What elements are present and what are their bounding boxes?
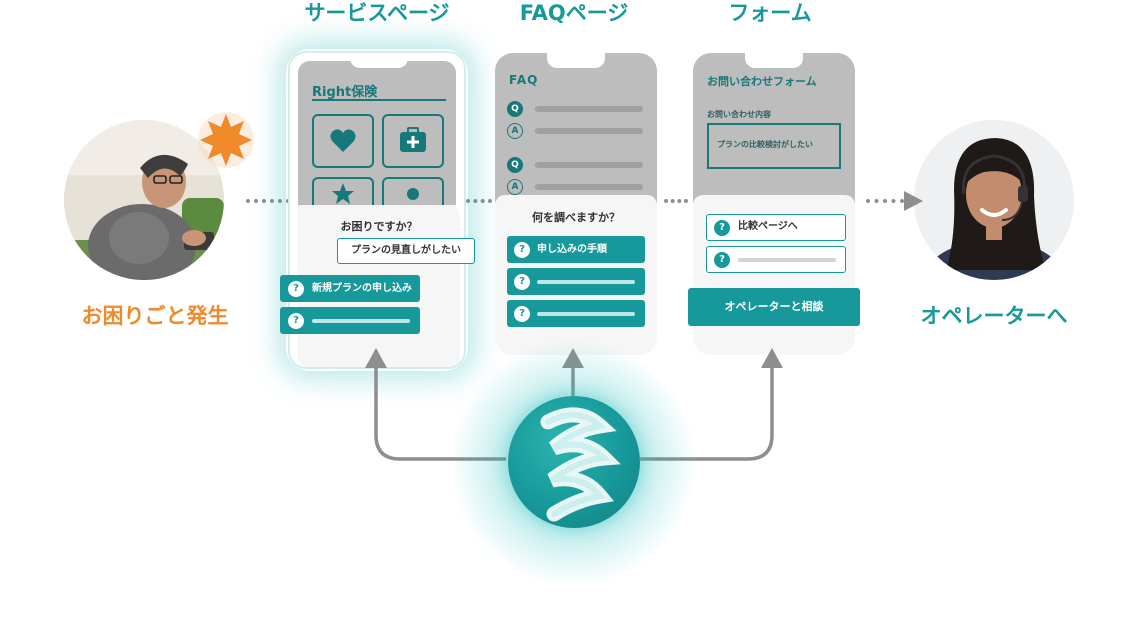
operator-avatar (914, 120, 1074, 280)
question-icon: ? (714, 219, 730, 236)
option-compare-page[interactable]: ? 比較ページへ (706, 214, 846, 241)
option-new-plan-label: 新規プランの申し込み (312, 283, 412, 294)
person-icon (407, 188, 419, 200)
operator-consult-button[interactable]: オペレーターと相談 (688, 288, 860, 326)
service-question: お困りですか？ (340, 220, 418, 233)
swirl-logo-icon (540, 407, 621, 522)
placeholder-bar (537, 312, 635, 316)
inquiry-textarea[interactable]: プランの比較検討がしたい (707, 123, 841, 169)
question-icon: ? (514, 273, 530, 290)
star-tile[interactable] (312, 177, 374, 207)
placeholder-bar (312, 319, 410, 323)
title-form: フォーム (728, 1, 812, 25)
connector-faq-to-form (664, 199, 688, 203)
faq-page-header: FAQ (509, 73, 539, 87)
person-tile[interactable] (382, 177, 444, 207)
star-icon (332, 183, 354, 204)
connector-customer-to-service (246, 199, 290, 203)
operator-label: オペレーターへ (920, 304, 1068, 328)
a-badge-icon: A (507, 179, 523, 195)
question-icon: ? (514, 241, 530, 258)
placeholder-bar (738, 258, 836, 262)
medical-tile[interactable] (382, 114, 444, 168)
option-placeholder[interactable]: ? (280, 307, 420, 334)
form-field-label: お問い合わせ内容 (707, 110, 771, 119)
question-icon: ? (288, 280, 304, 297)
placeholder-bar (537, 280, 635, 284)
faq-page-phone: FAQ Q A Q A 何を調べますか？ ? 申し込みの手順 ? ? (495, 53, 657, 355)
connector-form-to-operator (866, 199, 904, 203)
trouble-burst-icon (196, 110, 256, 170)
heart-tile[interactable] (312, 114, 374, 168)
arrow-to-operator-icon (902, 190, 924, 212)
option-new-plan[interactable]: ? 新規プランの申し込み (280, 275, 420, 302)
question-icon: ? (714, 251, 730, 268)
hub-logo (508, 396, 640, 528)
header-underline (312, 99, 446, 101)
trouble-label: お困りごと発生 (81, 304, 229, 328)
option-placeholder[interactable]: ? (507, 268, 645, 295)
faq-question-bar (535, 106, 643, 112)
faq-answer-bar (535, 184, 643, 190)
medical-bag-icon (400, 127, 426, 152)
inquiry-textarea-value: プランの比較検討がしたい (717, 140, 813, 149)
option-apply-steps[interactable]: ? 申し込みの手順 (507, 236, 645, 263)
q-badge-icon: Q (507, 157, 523, 173)
connector-service-to-faq (466, 199, 492, 203)
customer-avatar (64, 120, 224, 280)
option-placeholder[interactable]: ? (507, 300, 645, 327)
operator-consult-label: オペレーターと相談 (724, 300, 824, 313)
option-review-plan[interactable]: プランの見直しがしたい (337, 238, 475, 264)
option-compare-page-label: 比較ページへ (738, 221, 798, 232)
title-faq-page: FAQページ (519, 1, 629, 25)
a-badge-icon: A (507, 123, 523, 139)
form-header: お問い合わせフォーム (707, 75, 817, 88)
service-page-header: Right保険 (312, 85, 378, 100)
option-apply-steps-label: 申し込みの手順 (537, 244, 607, 255)
question-icon: ? (514, 305, 530, 322)
faq-answer-bar (535, 128, 643, 134)
option-placeholder[interactable]: ? (706, 246, 846, 273)
question-icon: ? (288, 312, 304, 329)
heart-icon (330, 129, 356, 152)
q-badge-icon: Q (507, 101, 523, 117)
title-service-page: サービスページ (304, 1, 450, 25)
faq-question: 何を調べますか？ (532, 211, 620, 224)
option-review-plan-label: プランの見直しがしたい (351, 245, 461, 256)
faq-question-bar (535, 162, 643, 168)
